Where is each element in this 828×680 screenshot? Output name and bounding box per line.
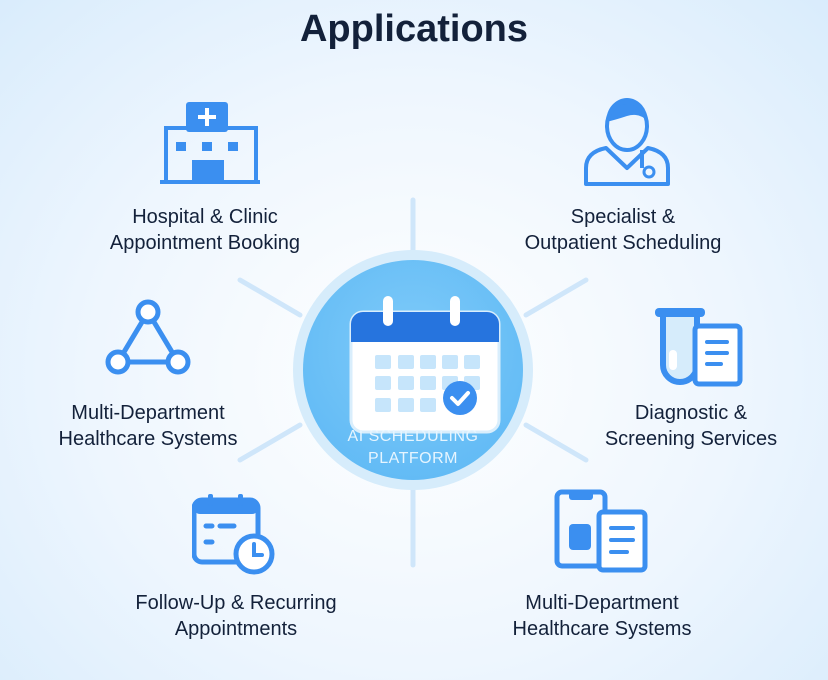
central-hub: AI SCHEDULING PLATFORM <box>293 250 533 490</box>
hub-label: AI SCHEDULING PLATFORM <box>293 426 533 470</box>
item-hospital-booking: Hospital & Clinic Appointment Booking <box>55 204 355 256</box>
item-line2: Outpatient Scheduling <box>524 232 722 254</box>
item-line1: Multi-Department <box>525 592 679 614</box>
hub-label-line1: AI SCHEDULING <box>347 428 479 445</box>
item-specialist-scheduling: Specialist & Outpatient Scheduling <box>473 204 773 256</box>
item-line1: Follow-Up & Recurring <box>135 592 337 614</box>
network-icon <box>105 299 191 375</box>
item-line1: Diagnostic & <box>634 402 748 424</box>
item-line2: Healthcare Systems <box>512 618 692 640</box>
item-multi-department-right: Multi-Department Healthcare Systems <box>452 590 752 642</box>
item-line2: Screening Services <box>604 428 778 450</box>
item-line1: Multi-Department <box>71 402 225 424</box>
item-diagnostic-screening: Diagnostic & Screening Services <box>541 400 828 452</box>
item-line1: Specialist & <box>570 206 676 228</box>
records-icon <box>554 489 648 573</box>
page-title: Applications <box>299 8 529 50</box>
item-multi-department-left: Multi-Department Healthcare Systems <box>0 400 298 452</box>
item-line1: Hospital & Clinic <box>132 206 278 228</box>
hub-label-line2: PLATFORM <box>368 450 458 467</box>
calendar-clock-icon <box>192 494 275 575</box>
item-follow-up-recurring: Follow-Up & Recurring Appointments <box>86 590 386 642</box>
item-line2: Appointments <box>174 618 298 640</box>
doctor-icon <box>584 98 670 186</box>
calendar-check-icon <box>349 296 501 434</box>
item-line2: Healthcare Systems <box>58 428 238 450</box>
test-tube-report-icon <box>655 308 743 387</box>
item-line2: Appointment Booking <box>109 232 301 254</box>
hospital-icon <box>160 102 260 184</box>
